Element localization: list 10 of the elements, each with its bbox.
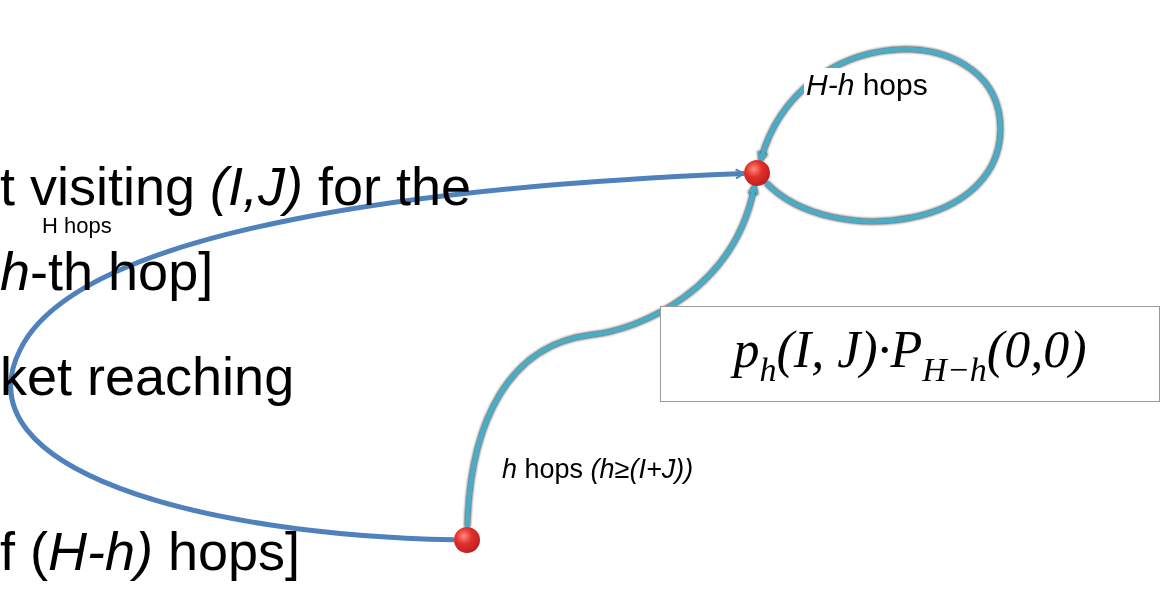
curved-arrow bbox=[9, 168, 745, 543]
formula-box bbox=[660, 306, 1160, 402]
bullet-text: h-th hop] bbox=[0, 240, 214, 303]
node-dot bbox=[744, 160, 770, 186]
edge-label: H-h hops bbox=[804, 68, 930, 101]
node-dot bbox=[454, 527, 480, 553]
bullet-text: f (H-h) hops] bbox=[0, 520, 301, 583]
edge-label: H hops bbox=[40, 214, 114, 239]
loop-arrow bbox=[758, 47, 1003, 224]
curved-arrow bbox=[464, 184, 758, 528]
